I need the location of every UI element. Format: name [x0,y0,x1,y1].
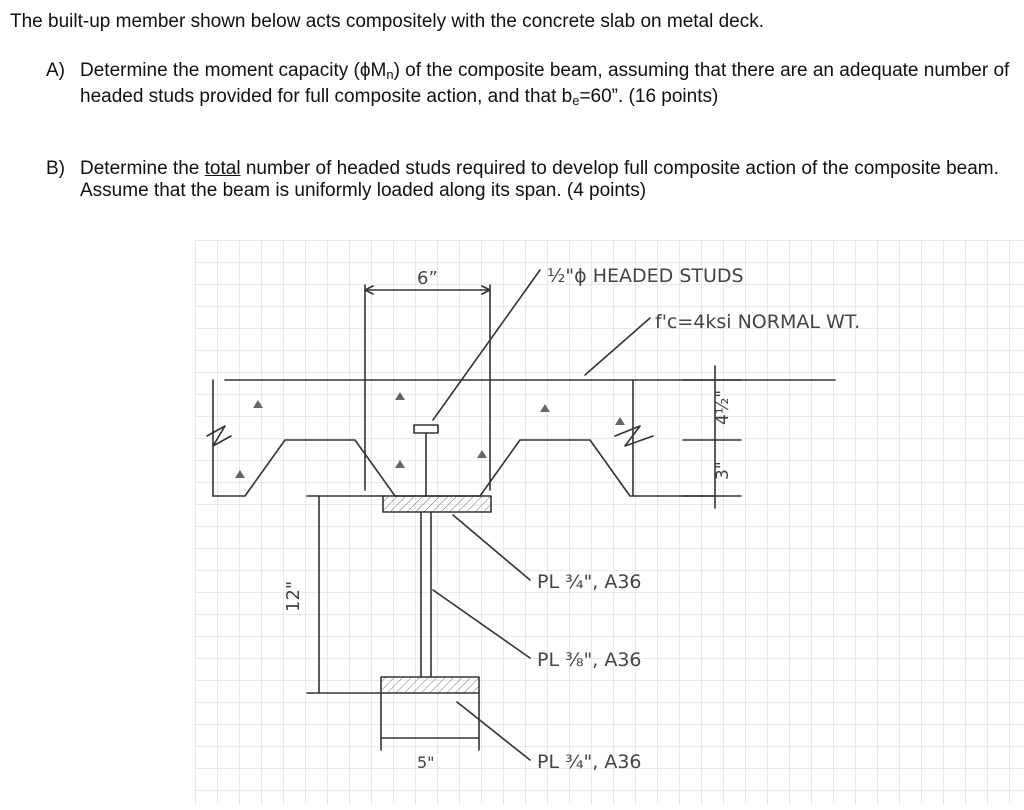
deck-height-label: 3" [713,461,733,480]
slab-break-right [614,425,654,447]
width-dim-arrow-right [481,285,491,295]
top-plate-leader [452,514,531,581]
problem-intro: The built-up member shown below acts com… [10,11,765,32]
bottom-plate-label: PL ¾", A36 [537,751,642,773]
slab-break-left [206,425,232,447]
aggregate-mark [253,400,263,408]
top-plate-label: PL ¾", A36 [537,571,642,593]
aggregate-mark [615,417,625,425]
phi-symbol: ϕ [359,60,371,81]
moment-symbol: M [370,60,387,81]
width-dim-arrow-left [364,285,374,295]
web-plate-leader [432,589,531,659]
bottom-width-label: 5" [417,753,435,772]
stud-leader [432,269,541,421]
part-a-text: Determine the moment capacity (ϕMn) of t… [80,60,1024,112]
depth-label: 12" [283,581,304,612]
part-a-text-2: ) of the composite beam, assuming that t… [80,60,1010,107]
part-a-text-3: =60”. (16 points) [579,86,719,107]
graph-paper [195,240,1024,805]
bottom-plate-leader [456,701,531,761]
part-a-label: A) [46,60,65,81]
part-b-text: Determine the total number of headed stu… [80,158,1024,202]
slab-thickness-label: 4½" [713,390,733,425]
width-subscript: e [572,93,580,108]
part-b-text-2: number of headed studs required to devel… [80,158,999,201]
aggregate-mark [395,392,405,400]
aggregate-mark [395,460,405,468]
stud-note: ½"ϕ HEADED STUDS [547,265,744,287]
composite-beam-sketch: 6” ½"ϕ HEADED STUDS f'c=4ksi NORMAL WT. … [195,240,1024,805]
part-b-label: B) [46,158,65,179]
part-b-underlined: total [204,158,241,179]
aggregate-mark [477,450,487,458]
moment-subscript: n [386,67,394,82]
concrete-leader [584,317,651,376]
web-plate-label: PL ⅜", A36 [537,649,642,671]
aggregate-mark [540,404,550,412]
top-flange-plate [382,495,492,513]
concrete-note: f'c=4ksi NORMAL WT. [655,311,860,333]
bottom-flange-plate [380,676,480,694]
part-b-text-1: Determine the [80,158,205,179]
aggregate-mark [235,470,245,478]
width-dimension-label: 6” [417,268,438,289]
part-a-text-1: Determine the moment capacity ( [80,60,360,81]
